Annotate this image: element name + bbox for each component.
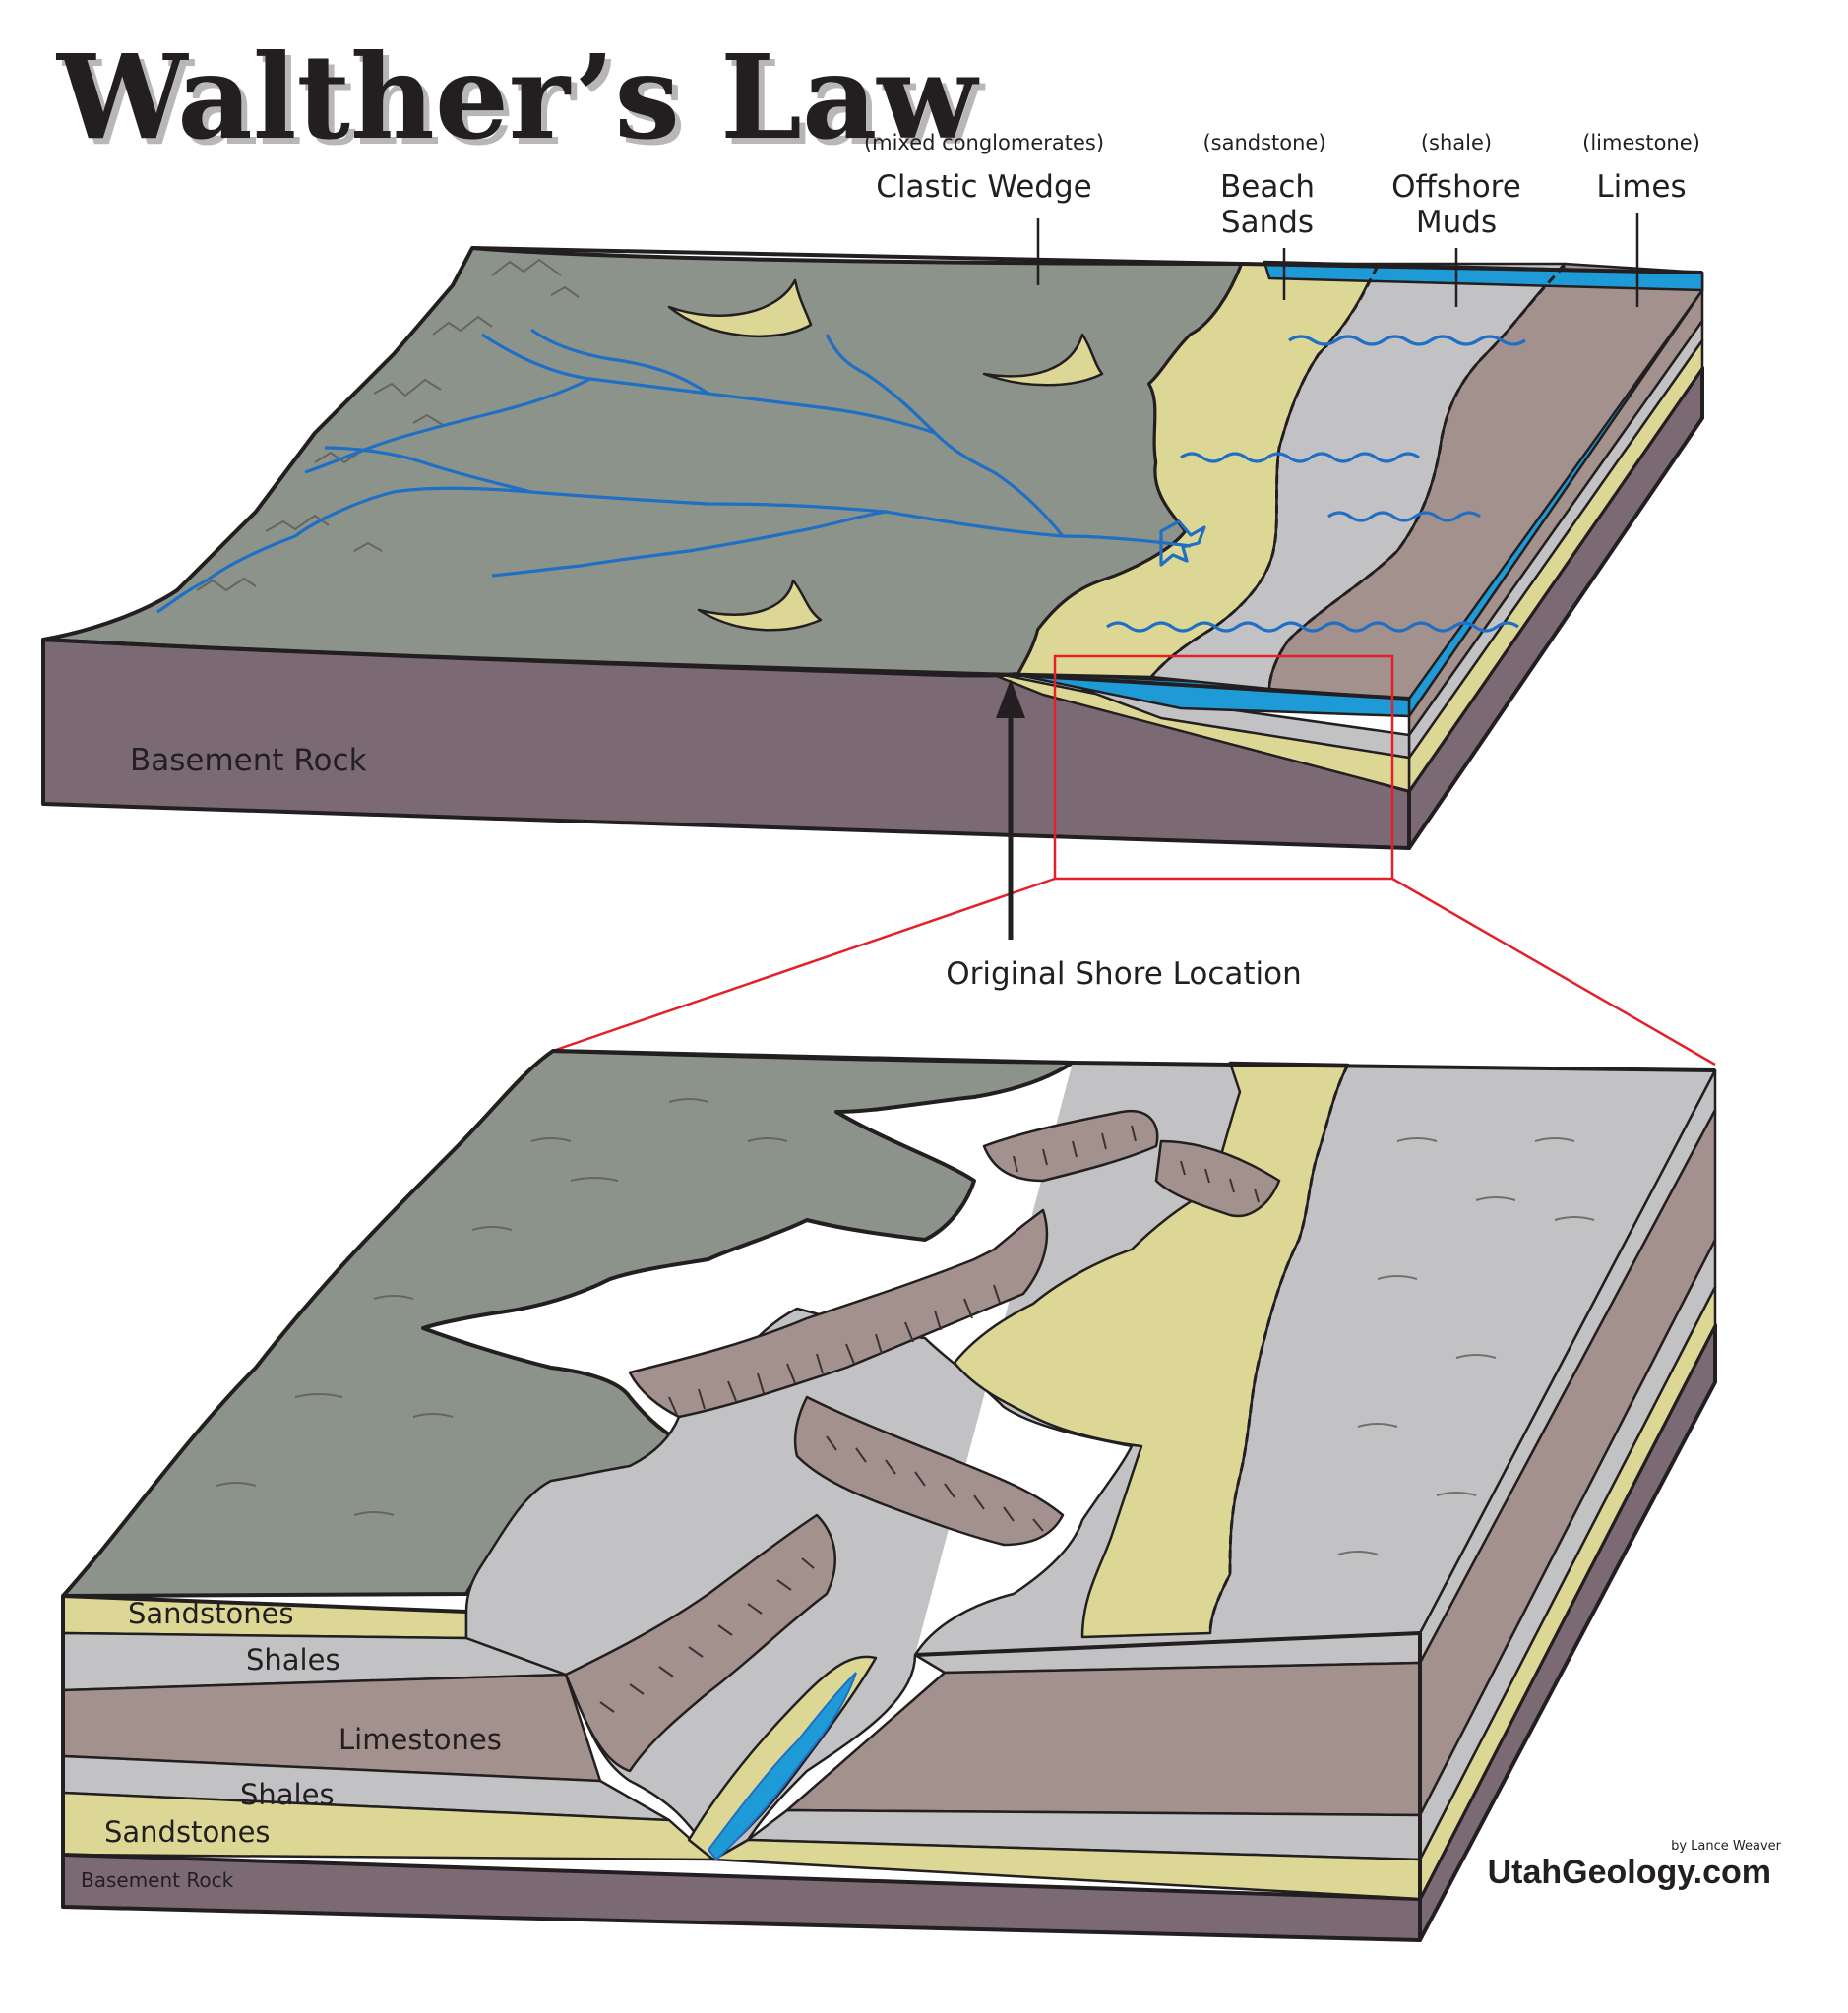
canyon-limestone-2 xyxy=(982,1109,1159,1183)
canyon-limestone-4 xyxy=(793,1395,1065,1547)
canyon-limestone-5 xyxy=(564,1513,836,1773)
crescent-dunes xyxy=(667,278,1104,632)
bottom-block: Sandstones Shales Limestones Shales Sand… xyxy=(61,1049,1717,1942)
zone-sublabel-sandstone: (sandstone) xyxy=(1202,131,1325,154)
label-leaders xyxy=(1036,213,1639,307)
layer-label-sandstones-upper: Sandstones xyxy=(128,1597,294,1630)
top-basement-label: Basement Rock xyxy=(130,743,367,778)
bottom-back-edge xyxy=(552,1049,1716,1072)
top-front-edge xyxy=(42,638,1410,701)
top-block: (mixed conglomerates) Clastic Wedge (san… xyxy=(41,131,1704,850)
zone-label-beach: Beach xyxy=(1220,169,1315,205)
dashed-boundary-shale-lime xyxy=(1267,264,1567,690)
diagram-title: Walther’s Law xyxy=(55,29,979,165)
bottom-land-surface xyxy=(61,1049,1075,1598)
zone-label-clastic-wedge: Clastic Wedge xyxy=(876,169,1091,205)
river-network xyxy=(156,328,1206,614)
surface-texture xyxy=(216,1098,1595,1556)
wave-marks xyxy=(1106,335,1526,633)
site-watermark: UtahGeology.com xyxy=(1488,1854,1771,1891)
layer-label-shales-upper: Shales xyxy=(246,1643,340,1677)
zone-label-sands: Sands xyxy=(1221,205,1314,240)
canyon-stream-water xyxy=(707,1672,857,1861)
zone-sublabel-shale: (shale) xyxy=(1421,131,1492,154)
credit-author: by Lance Weaver xyxy=(1671,1839,1782,1854)
zone-sublabel-clastic: (mixed conglomerates) xyxy=(864,131,1104,154)
bottom-shale-surface xyxy=(464,1061,1717,1861)
zone-label-offshore: Offshore xyxy=(1391,169,1521,205)
zone-label-muds: Muds xyxy=(1416,205,1497,240)
shore-arrow xyxy=(996,679,1025,940)
zone-label-limes: Limes xyxy=(1596,169,1686,205)
canyon-limestone-1 xyxy=(628,1208,1049,1419)
zone-sublabel-limestone: (limestone) xyxy=(1582,131,1700,154)
bottom-dashed-boundary xyxy=(1208,1064,1350,1634)
canyon-hatching xyxy=(599,1125,1260,1713)
layer-label-sandstones-lower: Sandstones xyxy=(104,1815,271,1849)
mountain-texture xyxy=(196,258,580,592)
layer-label-limestones: Limestones xyxy=(339,1723,502,1756)
shore-location-label: Original Shore Location xyxy=(946,956,1302,992)
layer-label-shales-lower: Shales xyxy=(240,1778,335,1811)
top-back-edge xyxy=(471,246,1703,274)
bottom-front-top-edge xyxy=(62,1594,1421,1657)
zoom-indicator xyxy=(552,654,1716,1067)
title-shadow: Walther’s Law xyxy=(61,34,985,171)
canyon-limestone-3 xyxy=(1154,1139,1281,1218)
layer-label-basement: Basement Rock xyxy=(81,1868,234,1892)
